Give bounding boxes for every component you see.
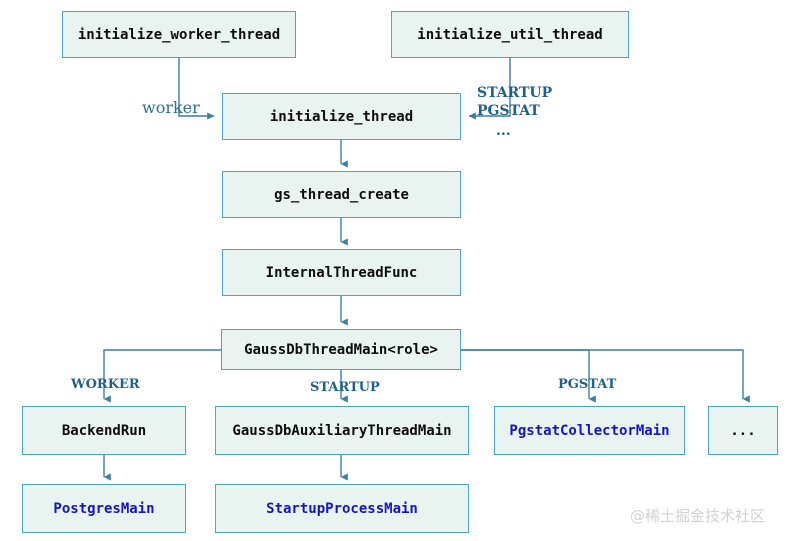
node-initialize_worker_thread[interactable]: initialize_worker_thread (62, 11, 296, 58)
node-GaussDbThreadMain[interactable]: GaussDbThreadMain<role> (221, 329, 461, 370)
node-label: InternalThreadFunc (265, 264, 418, 281)
node-label: GaussDbAuxiliaryThreadMain (232, 422, 452, 439)
edge-label-worker-branch: WORKER (71, 377, 140, 392)
node-PostgresMain[interactable]: PostgresMain (22, 484, 186, 533)
node-label: initialize_thread (269, 108, 414, 125)
node-label: initialize_util_thread (417, 26, 603, 43)
node-GaussDbAuxiliaryThreadMain[interactable]: GaussDbAuxiliaryThreadMain (215, 406, 469, 455)
node-label: GaussDbThreadMain<role> (244, 341, 438, 358)
node-StartupProcessMain[interactable]: StartupProcessMain (215, 484, 469, 533)
node-label: StartupProcessMain (266, 500, 418, 517)
watermark: @稀土掘金技术社区 (630, 507, 766, 525)
node-initialize_thread[interactable]: initialize_thread (222, 93, 461, 140)
edge-label-startup-in: STARTUP (477, 85, 553, 101)
node-BackendRun[interactable]: BackendRun (22, 406, 186, 455)
node-InternalThreadFunc[interactable]: InternalThreadFunc (222, 249, 461, 296)
node-gs_thread_create[interactable]: gs_thread_create (222, 171, 461, 218)
edge-label-worker-label: worker (142, 98, 200, 117)
node-label: PgstatCollectorMain (509, 422, 670, 439)
edge-label-pgstat-branch: PGSTAT (558, 377, 617, 392)
node-ellipsis_box[interactable]: ... (708, 406, 778, 455)
node-initialize_util_thread[interactable]: initialize_util_thread (391, 11, 629, 58)
edge-label-pgstat-in: PGSTAT (477, 103, 540, 119)
node-label: BackendRun (61, 422, 147, 439)
edge-label-ellipsis-in: ... (496, 123, 511, 139)
node-label: gs_thread_create (274, 186, 409, 203)
node-label: PostgresMain (53, 500, 155, 517)
node-PgstatCollectorMain[interactable]: PgstatCollectorMain (494, 406, 685, 455)
edge-label-startup-branch: STARTUP (310, 380, 380, 395)
node-label: initialize_worker_thread (77, 26, 281, 43)
node-label: ... (730, 422, 756, 439)
